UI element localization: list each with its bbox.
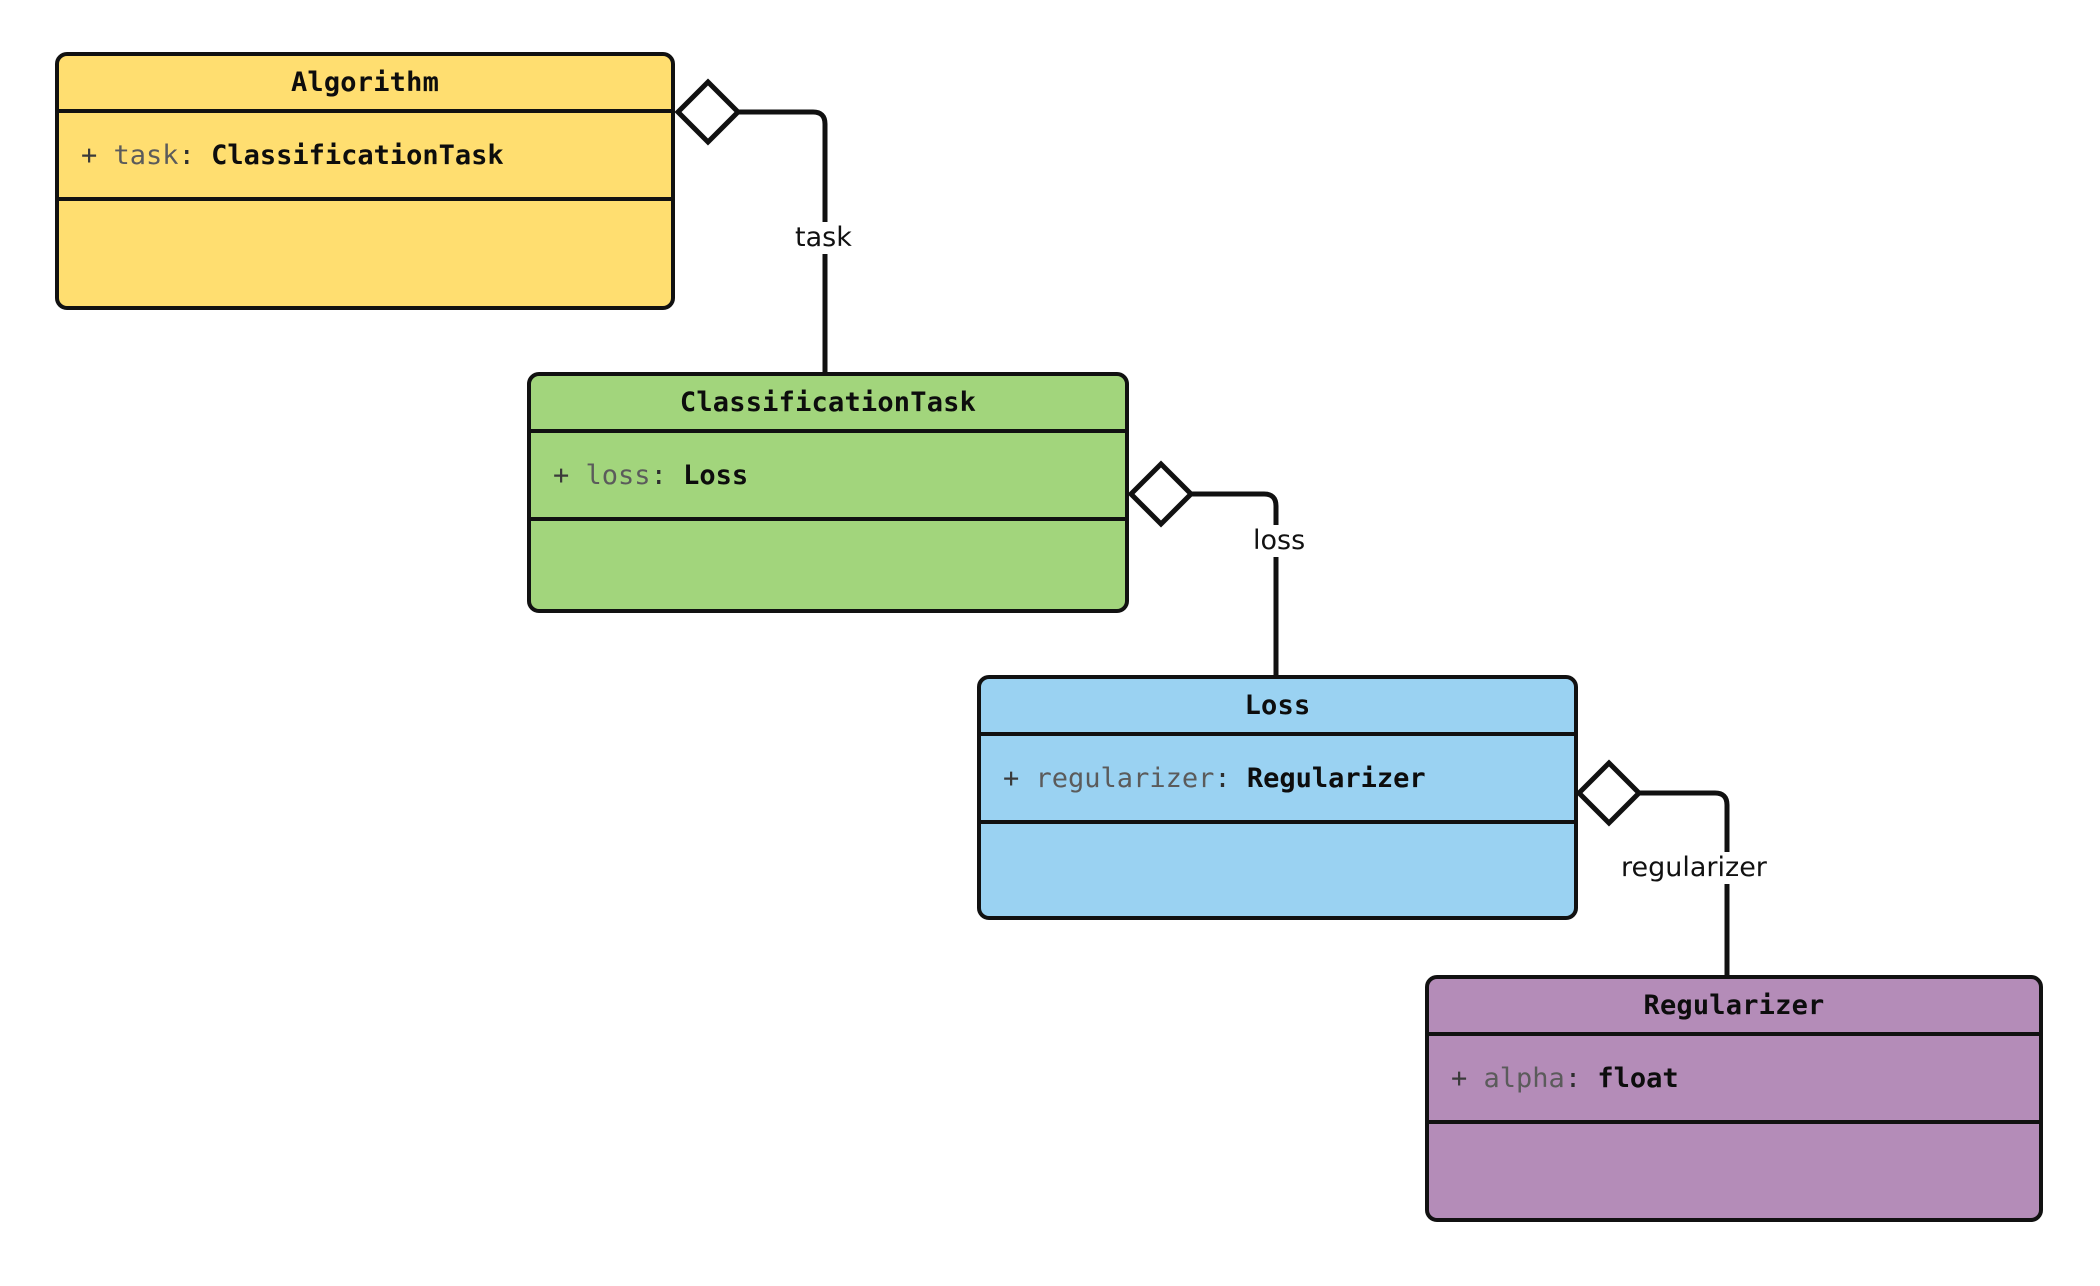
class-box-loss[interactable]: Loss + regularizer: Regularizer — [977, 675, 1578, 920]
attribute-row: + loss: Loss — [553, 462, 748, 489]
attribute-separator: : — [1564, 1062, 1582, 1094]
class-box-classification-task[interactable]: ClassificationTask + loss: Loss — [527, 372, 1129, 613]
attribute-row: + alpha: float — [1451, 1065, 1679, 1092]
attribute-type: ClassificationTask — [211, 139, 504, 171]
class-title-loss: Loss — [981, 679, 1574, 736]
relation-label-regularizer: regularizer — [1616, 852, 1772, 885]
aggregation-diamond-loss — [1127, 460, 1195, 528]
attribute-visibility: + — [1003, 762, 1020, 794]
class-attributes-algorithm: + task: ClassificationTask — [59, 113, 671, 201]
attribute-row: + regularizer: Regularizer — [1003, 765, 1426, 792]
aggregation-diamond-task — [674, 78, 742, 146]
class-title-regularizer: Regularizer — [1429, 979, 2039, 1036]
relation-task-loss — [1127, 460, 1279, 675]
attribute-type: Loss — [683, 459, 749, 491]
attribute-separator: : — [178, 139, 195, 171]
class-attributes-classification-task: + loss: Loss — [531, 433, 1125, 521]
attribute-visibility: + — [1451, 1062, 1468, 1094]
class-title-algorithm: Algorithm — [59, 56, 671, 113]
attribute-name: alpha — [1483, 1062, 1565, 1094]
attribute-row: + task: ClassificationTask — [81, 142, 504, 169]
class-attributes-regularizer: + alpha: float — [1429, 1036, 2039, 1124]
attribute-name: loss — [585, 459, 651, 491]
class-title-classification-task: ClassificationTask — [531, 376, 1125, 433]
attribute-separator: : — [1214, 762, 1231, 794]
attribute-name: regularizer — [1035, 762, 1215, 794]
class-attributes-loss: + regularizer: Regularizer — [981, 736, 1574, 824]
class-box-regularizer[interactable]: Regularizer + alpha: float — [1425, 975, 2043, 1222]
relation-label-loss: loss — [1248, 525, 1311, 558]
relation-label-task: task — [790, 222, 857, 255]
aggregation-diamond-regularizer — [1575, 759, 1643, 827]
class-box-algorithm[interactable]: Algorithm + task: ClassificationTask — [55, 52, 675, 310]
attribute-separator: : — [650, 459, 667, 491]
attribute-name: task — [113, 139, 179, 171]
attribute-type: float — [1597, 1062, 1679, 1094]
relation-line-loss — [1190, 491, 1279, 675]
attribute-visibility: + — [81, 139, 98, 171]
attribute-type: Regularizer — [1246, 762, 1426, 794]
attribute-visibility: + — [553, 459, 570, 491]
